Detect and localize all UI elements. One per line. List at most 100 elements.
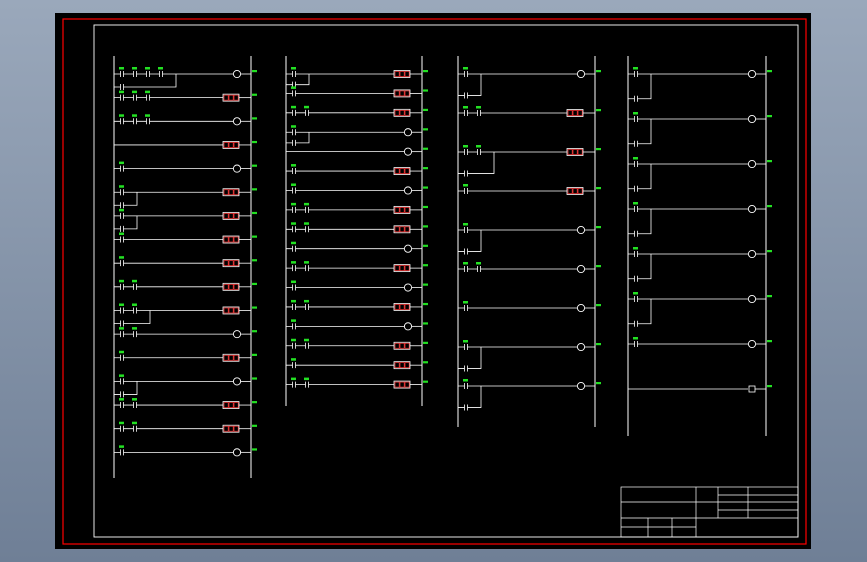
rung <box>627 112 772 147</box>
rung <box>113 185 257 209</box>
ladder-column <box>285 56 428 406</box>
output-coil <box>576 381 586 391</box>
output-coil <box>576 225 586 235</box>
output-coil <box>403 147 413 156</box>
rung <box>114 114 257 126</box>
output-coil <box>403 244 413 253</box>
branch-wire <box>457 386 482 408</box>
output-coil <box>747 69 757 79</box>
contact-gap <box>120 71 124 77</box>
branch-wire <box>627 119 652 145</box>
rung <box>286 261 428 273</box>
contact-label-mark <box>304 202 309 206</box>
rung <box>113 303 257 327</box>
function-block-cell <box>404 265 410 271</box>
output-label-mark <box>596 343 601 346</box>
function-block-cell <box>394 207 400 213</box>
output-label-mark <box>596 70 601 73</box>
output-label-mark <box>767 160 772 163</box>
rung <box>286 338 428 350</box>
contact-gap <box>292 71 296 77</box>
contact-gap <box>305 381 309 388</box>
function-block-cell <box>233 94 239 101</box>
contact-label-mark <box>119 90 124 94</box>
contact-gap <box>634 275 638 282</box>
function-block-cell <box>404 90 410 97</box>
rung <box>457 340 601 372</box>
contact-gap <box>146 71 150 77</box>
contact-label-mark <box>291 202 296 206</box>
contact-label-mark <box>304 338 309 342</box>
output-coil <box>576 342 586 352</box>
branch-wire <box>627 254 652 280</box>
contact-label-mark <box>633 292 638 295</box>
contact-label-mark <box>633 157 638 160</box>
contact-label-mark <box>145 67 150 70</box>
rung <box>286 358 428 370</box>
contact-label-mark <box>132 279 137 283</box>
contact-gap <box>634 95 638 102</box>
contact-label-mark <box>291 377 296 381</box>
contact-label-mark <box>291 67 296 70</box>
output-coil <box>232 377 242 386</box>
contact-label-mark <box>463 184 468 187</box>
output-coil <box>403 322 413 331</box>
contact-gap <box>120 202 124 209</box>
ladder-networks <box>113 56 772 478</box>
contact-gap <box>120 425 124 432</box>
rung <box>458 106 601 117</box>
ladder-diagram <box>62 18 807 545</box>
function-block-cell <box>567 110 573 116</box>
contact-gap <box>292 226 296 233</box>
function-block-cell <box>404 226 410 233</box>
ladder-column <box>113 56 257 478</box>
function-block-cell <box>404 71 410 77</box>
rung <box>628 385 772 393</box>
function-block-cell <box>394 304 400 310</box>
title-block <box>620 486 799 538</box>
rung <box>286 202 428 214</box>
contact-label-mark <box>633 112 638 115</box>
output-label-mark <box>767 70 772 73</box>
contact-gap <box>292 362 296 369</box>
contact-gap <box>133 402 137 409</box>
function-block-cell <box>394 226 400 233</box>
function-block-cell <box>223 354 229 361</box>
contact-label-mark <box>119 114 124 117</box>
contact-gap <box>120 118 124 125</box>
rung <box>627 247 772 282</box>
contact-label-mark <box>633 247 638 250</box>
output-label-mark <box>423 70 428 73</box>
output-label-mark <box>596 187 601 190</box>
rung <box>113 374 257 398</box>
rung <box>458 301 601 313</box>
function-block-cell <box>223 236 229 243</box>
function-block-cell <box>228 425 234 432</box>
output-box <box>748 385 756 393</box>
inner-border <box>93 24 799 538</box>
contact-label-mark <box>132 90 137 94</box>
contact-gap <box>120 189 124 196</box>
rung <box>286 319 428 331</box>
contact-label-mark <box>633 202 638 205</box>
contact-label-mark <box>463 67 468 70</box>
contact-gap <box>292 323 296 330</box>
function-block-cell <box>394 90 400 97</box>
contact-gap <box>464 149 468 155</box>
contact-gap <box>634 161 638 167</box>
output-label-mark <box>423 264 428 267</box>
contact-gap <box>464 170 468 177</box>
output-label-mark <box>423 380 428 383</box>
output-label-mark <box>252 424 257 427</box>
contact-label-mark <box>145 114 150 117</box>
contact-label-mark <box>132 303 137 306</box>
contact-label-mark <box>463 145 468 148</box>
rung <box>114 445 257 457</box>
rung <box>458 184 601 195</box>
function-block-cell <box>223 213 229 219</box>
contact-gap <box>120 391 124 398</box>
contact-label-mark <box>132 67 137 70</box>
contact-label-mark <box>291 183 296 186</box>
contact-label-mark <box>476 145 481 148</box>
function-block-cell <box>567 188 573 194</box>
